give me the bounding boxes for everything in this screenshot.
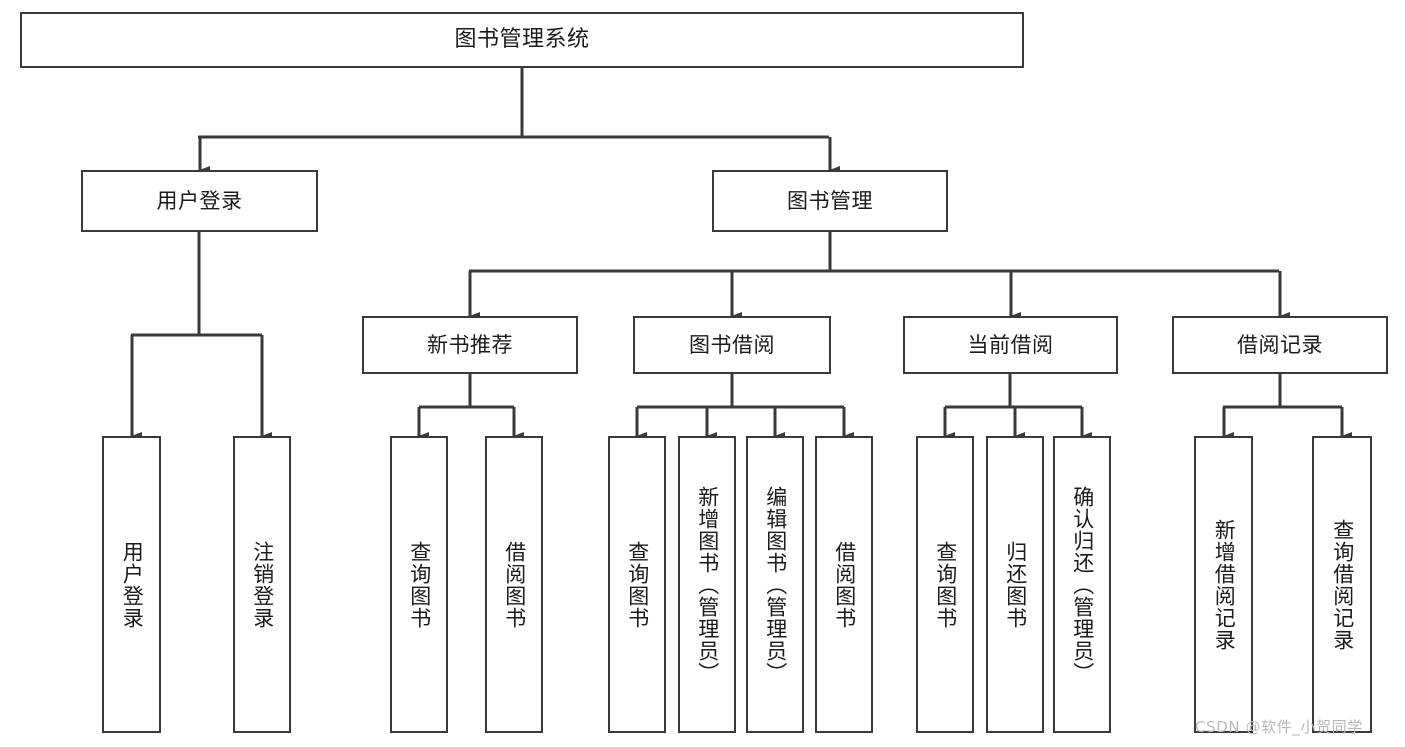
node-leaf-query-book-1[interactable]: 查询图书 bbox=[390, 436, 448, 733]
node-leaf-user-login[interactable]: 用户登录 bbox=[102, 436, 161, 733]
node-label: 图书借阅 bbox=[689, 332, 775, 357]
node-label: 新书推荐 bbox=[427, 332, 513, 357]
node-leaf-user-logout[interactable]: 注销登录 bbox=[233, 436, 291, 733]
node-user-login[interactable]: 用户登录 bbox=[81, 170, 318, 232]
node-label: 图书管理 bbox=[787, 188, 873, 213]
node-leaf-add-book[interactable]: 新增图书（管理员） bbox=[678, 436, 736, 733]
node-label: 归还图书 bbox=[1003, 540, 1028, 629]
node-borrow-record[interactable]: 借阅记录 bbox=[1172, 316, 1388, 374]
node-book-borrow[interactable]: 图书借阅 bbox=[633, 316, 831, 374]
node-label: 借阅图书 bbox=[832, 540, 857, 629]
node-label: 用户登录 bbox=[156, 188, 243, 213]
node-label: 当前借阅 bbox=[967, 332, 1054, 357]
node-leaf-add-record[interactable]: 新增借阅记录 bbox=[1194, 436, 1253, 733]
node-label: 编辑图书（管理员） bbox=[763, 485, 788, 684]
node-label: 用户登录 bbox=[120, 540, 145, 629]
node-label: 借阅图书 bbox=[502, 540, 527, 629]
node-label: 查询借阅记录 bbox=[1330, 518, 1355, 651]
node-current-borrow[interactable]: 当前借阅 bbox=[903, 316, 1118, 374]
node-label: 新增图书（管理员） bbox=[695, 485, 720, 684]
node-leaf-query-record[interactable]: 查询借阅记录 bbox=[1312, 436, 1372, 733]
node-label: 注销登录 bbox=[250, 540, 275, 629]
node-label: 新增借阅记录 bbox=[1212, 518, 1237, 651]
node-book-manage[interactable]: 图书管理 bbox=[712, 170, 948, 232]
node-leaf-borrow-book-1[interactable]: 借阅图书 bbox=[485, 436, 543, 733]
node-label: 查询图书 bbox=[625, 540, 650, 629]
node-label: 查询图书 bbox=[407, 540, 432, 629]
node-label: 查询图书 bbox=[933, 540, 958, 629]
node-leaf-query-book-2[interactable]: 查询图书 bbox=[608, 436, 666, 733]
node-label: 图书管理系统 bbox=[454, 27, 590, 53]
node-leaf-return-book[interactable]: 归还图书 bbox=[986, 436, 1044, 733]
node-root[interactable]: 图书管理系统 bbox=[20, 12, 1024, 68]
node-label: 确认归还（管理员） bbox=[1070, 485, 1095, 684]
node-leaf-edit-book[interactable]: 编辑图书（管理员） bbox=[746, 436, 804, 733]
node-label: 借阅记录 bbox=[1237, 332, 1323, 357]
node-leaf-borrow-book-2[interactable]: 借阅图书 bbox=[815, 436, 873, 733]
node-leaf-confirm-return[interactable]: 确认归还（管理员） bbox=[1053, 436, 1111, 733]
node-new-book-rec[interactable]: 新书推荐 bbox=[362, 316, 578, 374]
node-leaf-query-book-3[interactable]: 查询图书 bbox=[916, 436, 974, 733]
